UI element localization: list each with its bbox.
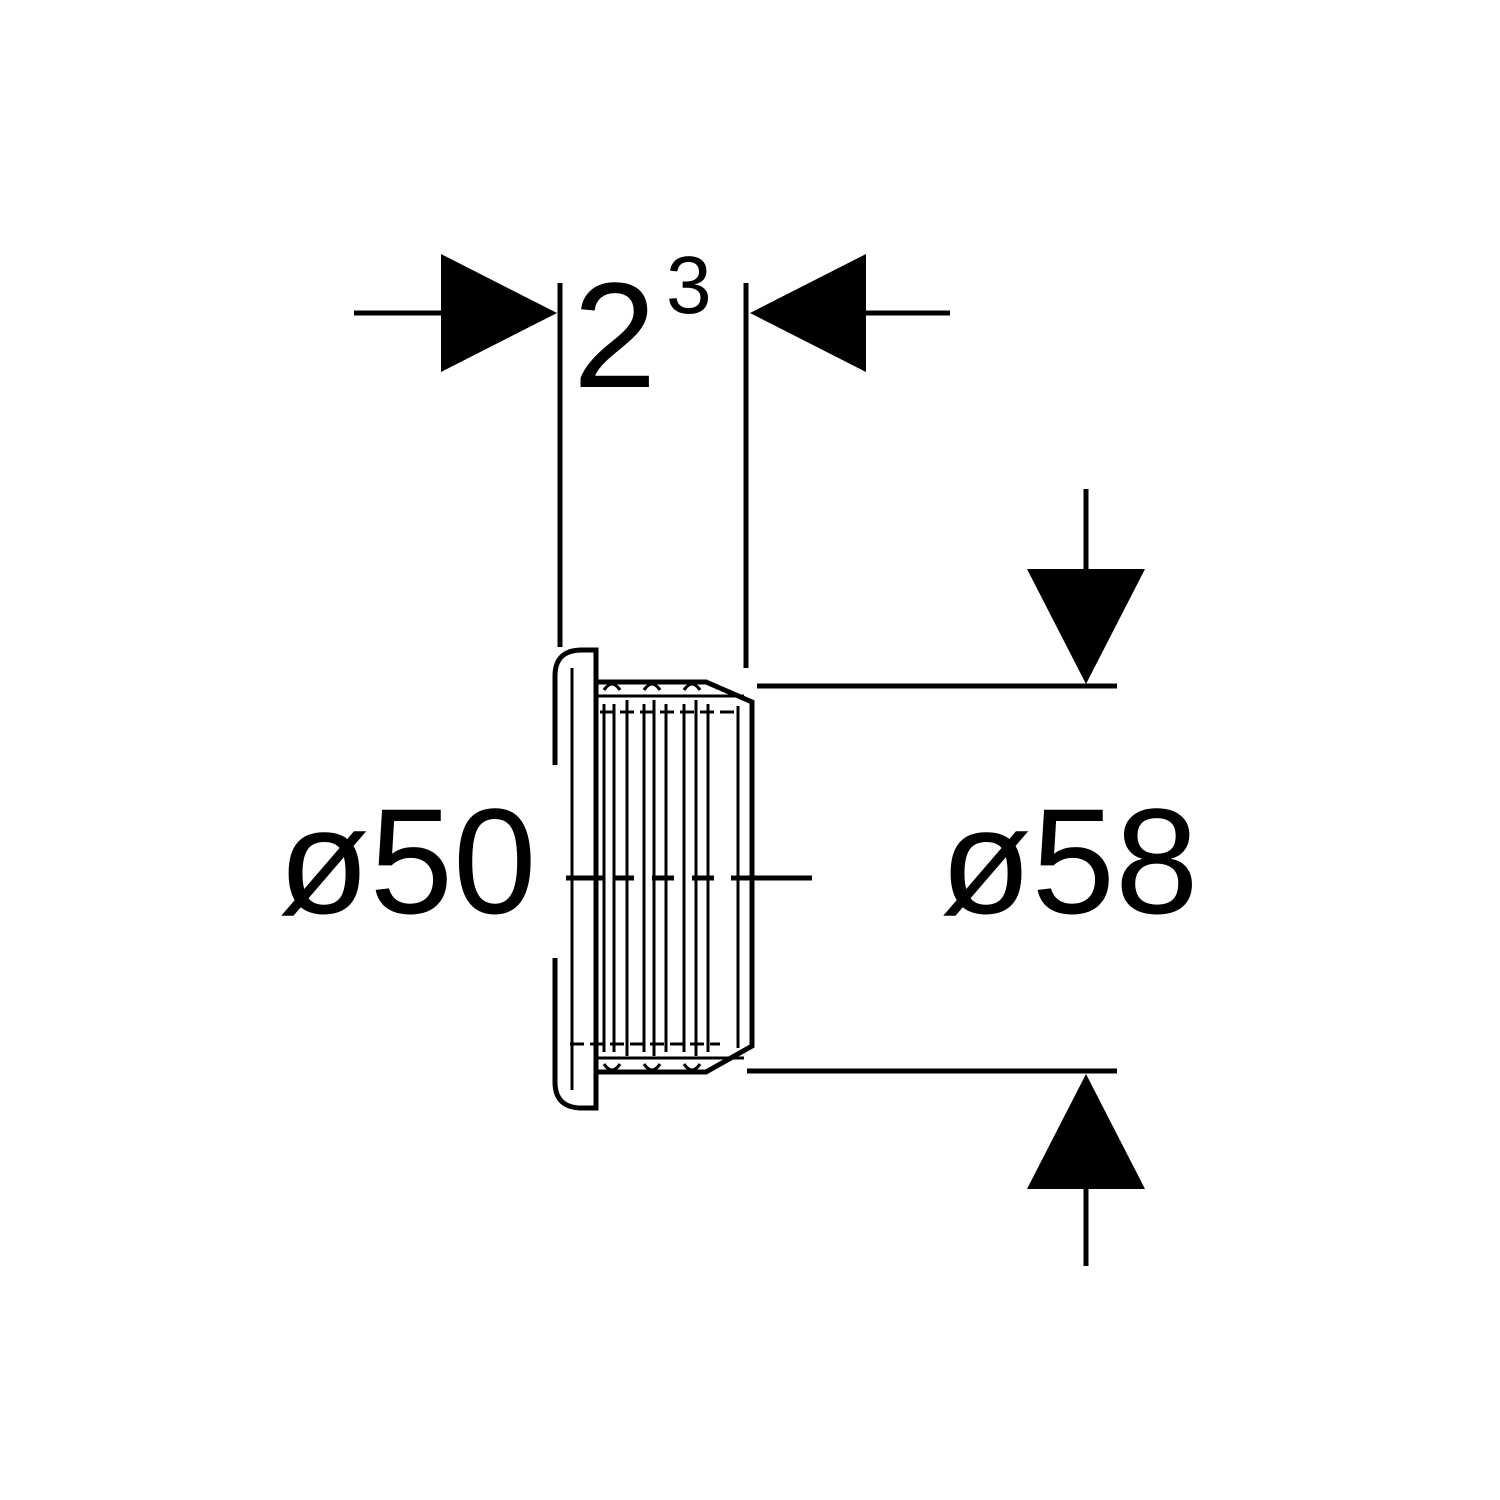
outer-diameter-label: ø58 (940, 777, 1198, 945)
adapter-part (552, 647, 755, 1111)
diameter-arrow-bottom (1027, 1074, 1145, 1189)
outer-diameter-dimension (747, 489, 1145, 1266)
label-backdrop-left (270, 790, 560, 930)
diameter-arrow-top (1027, 569, 1145, 684)
width-arrow-right (750, 254, 866, 372)
width-label-base: 2 (573, 251, 656, 419)
rib-crests-top (602, 682, 702, 691)
width-label-superscript: 3 (666, 240, 712, 331)
width-arrow-left (441, 254, 557, 372)
rib-crests-bottom (602, 1063, 702, 1072)
body-outline (596, 679, 755, 1075)
inner-diameter-label: ø50 (278, 777, 536, 945)
width-dimension: 2 3 (354, 240, 950, 668)
flange-outline (552, 647, 599, 1111)
